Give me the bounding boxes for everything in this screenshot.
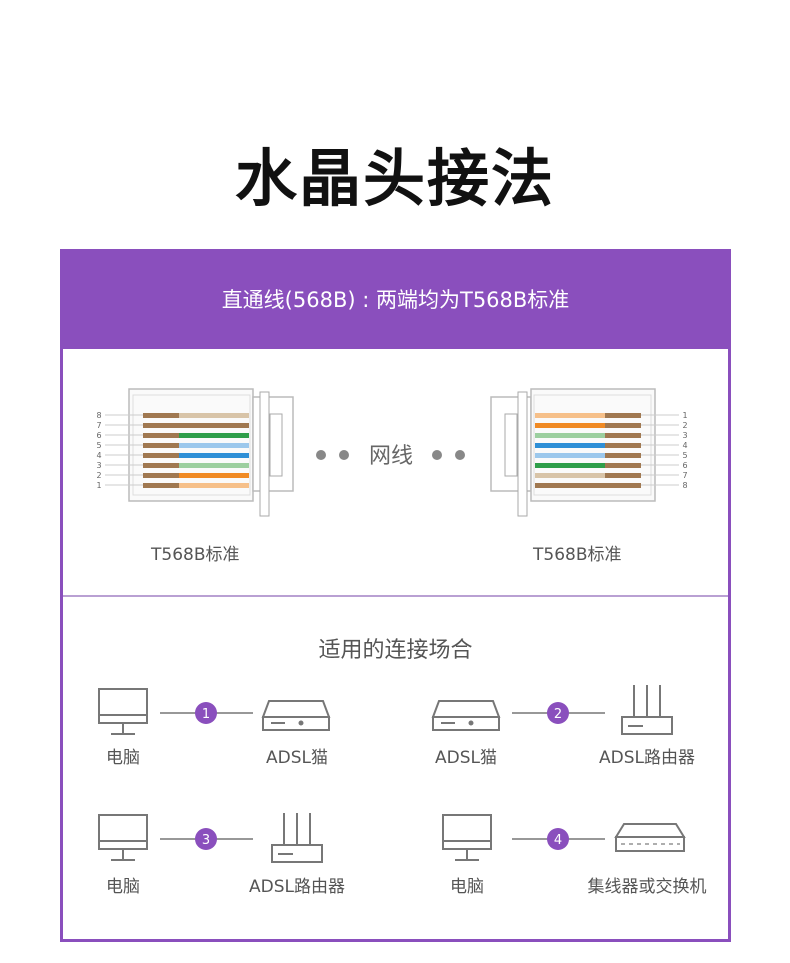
device-label: ADSL猫 (435, 748, 497, 768)
section-divider (63, 595, 728, 597)
pin-label: 5 (96, 441, 101, 450)
device-label: 电脑 (106, 748, 140, 768)
pin-label: 6 (682, 461, 687, 470)
connection-3: 3 电脑 ADSL路由器 (98, 813, 345, 897)
device-label: ADSL路由器 (249, 877, 345, 897)
pin-label: 7 (96, 421, 101, 430)
switch-icon (614, 823, 686, 852)
header-band: 直通线(568B) : 两端均为T568B标准 (63, 252, 728, 349)
connection-number: 1 (202, 707, 210, 722)
device-label: 集线器或交换机 (588, 877, 707, 897)
usage-title: 适用的连接场合 (318, 638, 473, 663)
pin-label: 1 (96, 481, 101, 490)
router-icon (271, 813, 323, 863)
pin-label: 2 (96, 471, 101, 480)
modem-icon (431, 700, 501, 731)
monitor-icon (98, 688, 148, 735)
right-pin-numbers: 1 2 3 4 5 6 7 8 (682, 411, 687, 490)
pin-label: 3 (96, 461, 101, 470)
connection-1: 1 电脑 ADSL猫 (98, 688, 331, 768)
connection-number: 2 (554, 707, 562, 722)
device-label: 电脑 (450, 877, 484, 897)
router-icon (621, 685, 673, 735)
pin-label: 2 (682, 421, 687, 430)
pin-label: 8 (96, 411, 101, 420)
cable-dot (316, 450, 326, 460)
pin-label: 4 (96, 451, 101, 460)
left-pin-numbers: 8 7 6 5 4 3 2 1 (96, 411, 101, 490)
pin-label: 4 (682, 441, 687, 450)
connection-number: 4 (554, 833, 562, 848)
left-standard-label: T568B标准 (151, 545, 240, 565)
page-title: 水晶头接法 (234, 142, 555, 215)
modem-icon (261, 700, 331, 731)
wiring-diagram: 8 7 6 5 4 3 2 1 网线 (96, 388, 688, 517)
device-label: ADSL路由器 (599, 748, 695, 768)
connection-number: 3 (202, 833, 210, 848)
cable-label: 网线 (369, 444, 413, 469)
cable-dot (432, 450, 442, 460)
right-standard-label: T568B标准 (533, 545, 622, 565)
connection-4: 4 电脑 集线器或交换机 (442, 814, 707, 897)
device-label: ADSL猫 (266, 748, 328, 768)
usage-diagram: 1 电脑 ADSL猫 2 ADSL猫 ADSL路由器 (98, 685, 707, 897)
right-rj45-connector (490, 388, 679, 517)
cable-dot (455, 450, 465, 460)
diagram-frame: 直通线(568B) : 两端均为T568B标准 (60, 249, 731, 942)
pin-label: 6 (96, 431, 101, 440)
pin-label: 1 (682, 411, 687, 420)
cable-dot (339, 450, 349, 460)
pin-label: 7 (682, 471, 687, 480)
pin-label: 8 (682, 481, 687, 490)
monitor-icon (98, 814, 148, 861)
monitor-icon (442, 814, 492, 861)
connection-2: 2 ADSL猫 ADSL路由器 (431, 685, 695, 768)
pin-label: 3 (682, 431, 687, 440)
device-label: 电脑 (106, 877, 140, 897)
left-rj45-connector (105, 388, 294, 517)
pin-label: 5 (682, 451, 687, 460)
